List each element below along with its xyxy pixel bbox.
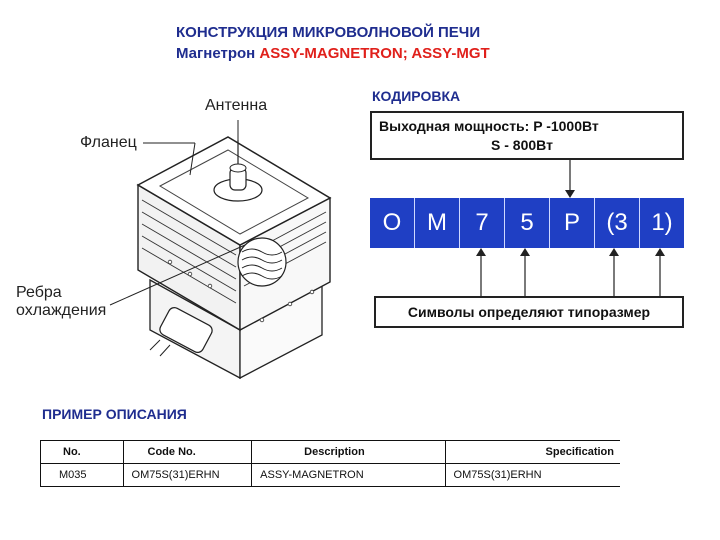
spec-table: No. Code No. Description Specification M…	[40, 441, 620, 486]
code-char-2: M	[415, 198, 460, 248]
output-power-box: Выходная мощность: P -1000Вт S - 800Вт	[370, 111, 684, 160]
cell-description: ASSY-MAGNETRON	[251, 463, 446, 486]
col-header-specification: Specification	[444, 441, 620, 464]
model-code-row: O M 7 5 P (3 1)	[370, 198, 684, 248]
output-power-line1: Выходная мощность: P -1000Вт	[379, 118, 599, 134]
label-antenna: Антенна	[205, 97, 268, 114]
cell-code: OM75S(31)ERHN	[122, 463, 252, 486]
page-subtitle: Магнетрон ASSY-MAGNETRON; ASSY-MGT	[176, 45, 490, 62]
output-power-line2: S - 800Вт	[491, 137, 553, 153]
col-header-no: No.	[40, 441, 124, 464]
code-char-5: P	[550, 198, 595, 248]
label-fins-line2: охлаждения	[16, 302, 107, 319]
spec-table-wrap: No. Code No. Description Specification M…	[40, 440, 620, 487]
example-title: ПРИМЕР ОПИСАНИЯ	[42, 406, 187, 422]
label-flange: Фланец	[80, 134, 137, 151]
page-title: КОНСТРУКЦИЯ МИКРОВОЛНОВОЙ ПЕЧИ	[176, 24, 481, 41]
filter-connector	[159, 307, 213, 353]
cell-no: M035	[40, 463, 124, 486]
table-header-row: No. Code No. Description Specification	[40, 441, 620, 464]
col-header-description: Description	[251, 441, 446, 464]
code-char-1: O	[370, 198, 415, 248]
coding-title: КОДИРОВКА	[372, 88, 461, 104]
subtitle-model: ASSY-MAGNETRON; ASSY-MGT	[259, 45, 490, 62]
label-fins-line1: Ребра	[16, 284, 62, 301]
table-row: M035 OM75S(31)ERHN ASSY-MAGNETRON OM75S(…	[40, 463, 620, 486]
code-char-3: 7	[460, 198, 505, 248]
subtitle-prefix: Магнетрон	[176, 45, 260, 62]
col-header-code: Code No.	[122, 441, 252, 464]
cell-specification: OM75S(31)ERHN	[444, 463, 620, 486]
fin-detail-circle	[237, 237, 287, 287]
size-note-box: Символы определяют типоразмер	[374, 296, 684, 328]
code-char-7: 1)	[640, 198, 684, 248]
code-char-4: 5	[505, 198, 550, 248]
code-char-6: (3	[595, 198, 640, 248]
